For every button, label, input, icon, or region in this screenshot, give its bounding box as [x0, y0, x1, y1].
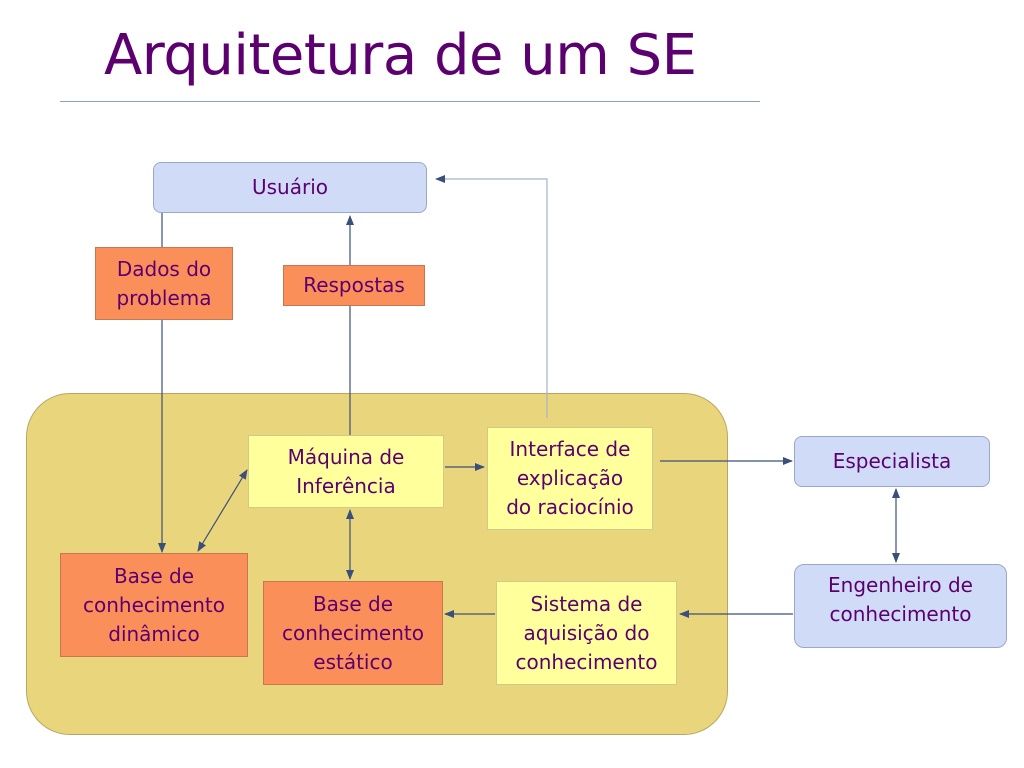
title-divider — [60, 101, 760, 102]
node-sistema-de-aquisicao: Sistema de aquisição do conhecimento — [496, 581, 677, 685]
node-engenheiro-de-conhecimento: Engenheiro de conhecimento — [794, 564, 1007, 648]
slide-title: Arquitetura de um SE — [104, 23, 697, 88]
arrow-explanation-to-user — [435, 175, 548, 418]
node-base-conhecimento-estatico: Base de conhecimento estático — [263, 581, 443, 685]
node-maquina-de-inferencia: Máquina de Inferência — [248, 435, 444, 508]
node-interface-de-explicacao: Interface de explicação do raciocínio — [487, 427, 653, 530]
node-base-conhecimento-dinamico: Base de conhecimento dinâmico — [60, 553, 248, 657]
label-dados-do-problema: Dados do problema — [95, 247, 233, 320]
label-respostas: Respostas — [283, 265, 425, 306]
node-especialista: Especialista — [794, 436, 990, 487]
arrow-inference-dynamic-base — [197, 469, 248, 552]
node-usuario: Usuário — [153, 162, 427, 213]
